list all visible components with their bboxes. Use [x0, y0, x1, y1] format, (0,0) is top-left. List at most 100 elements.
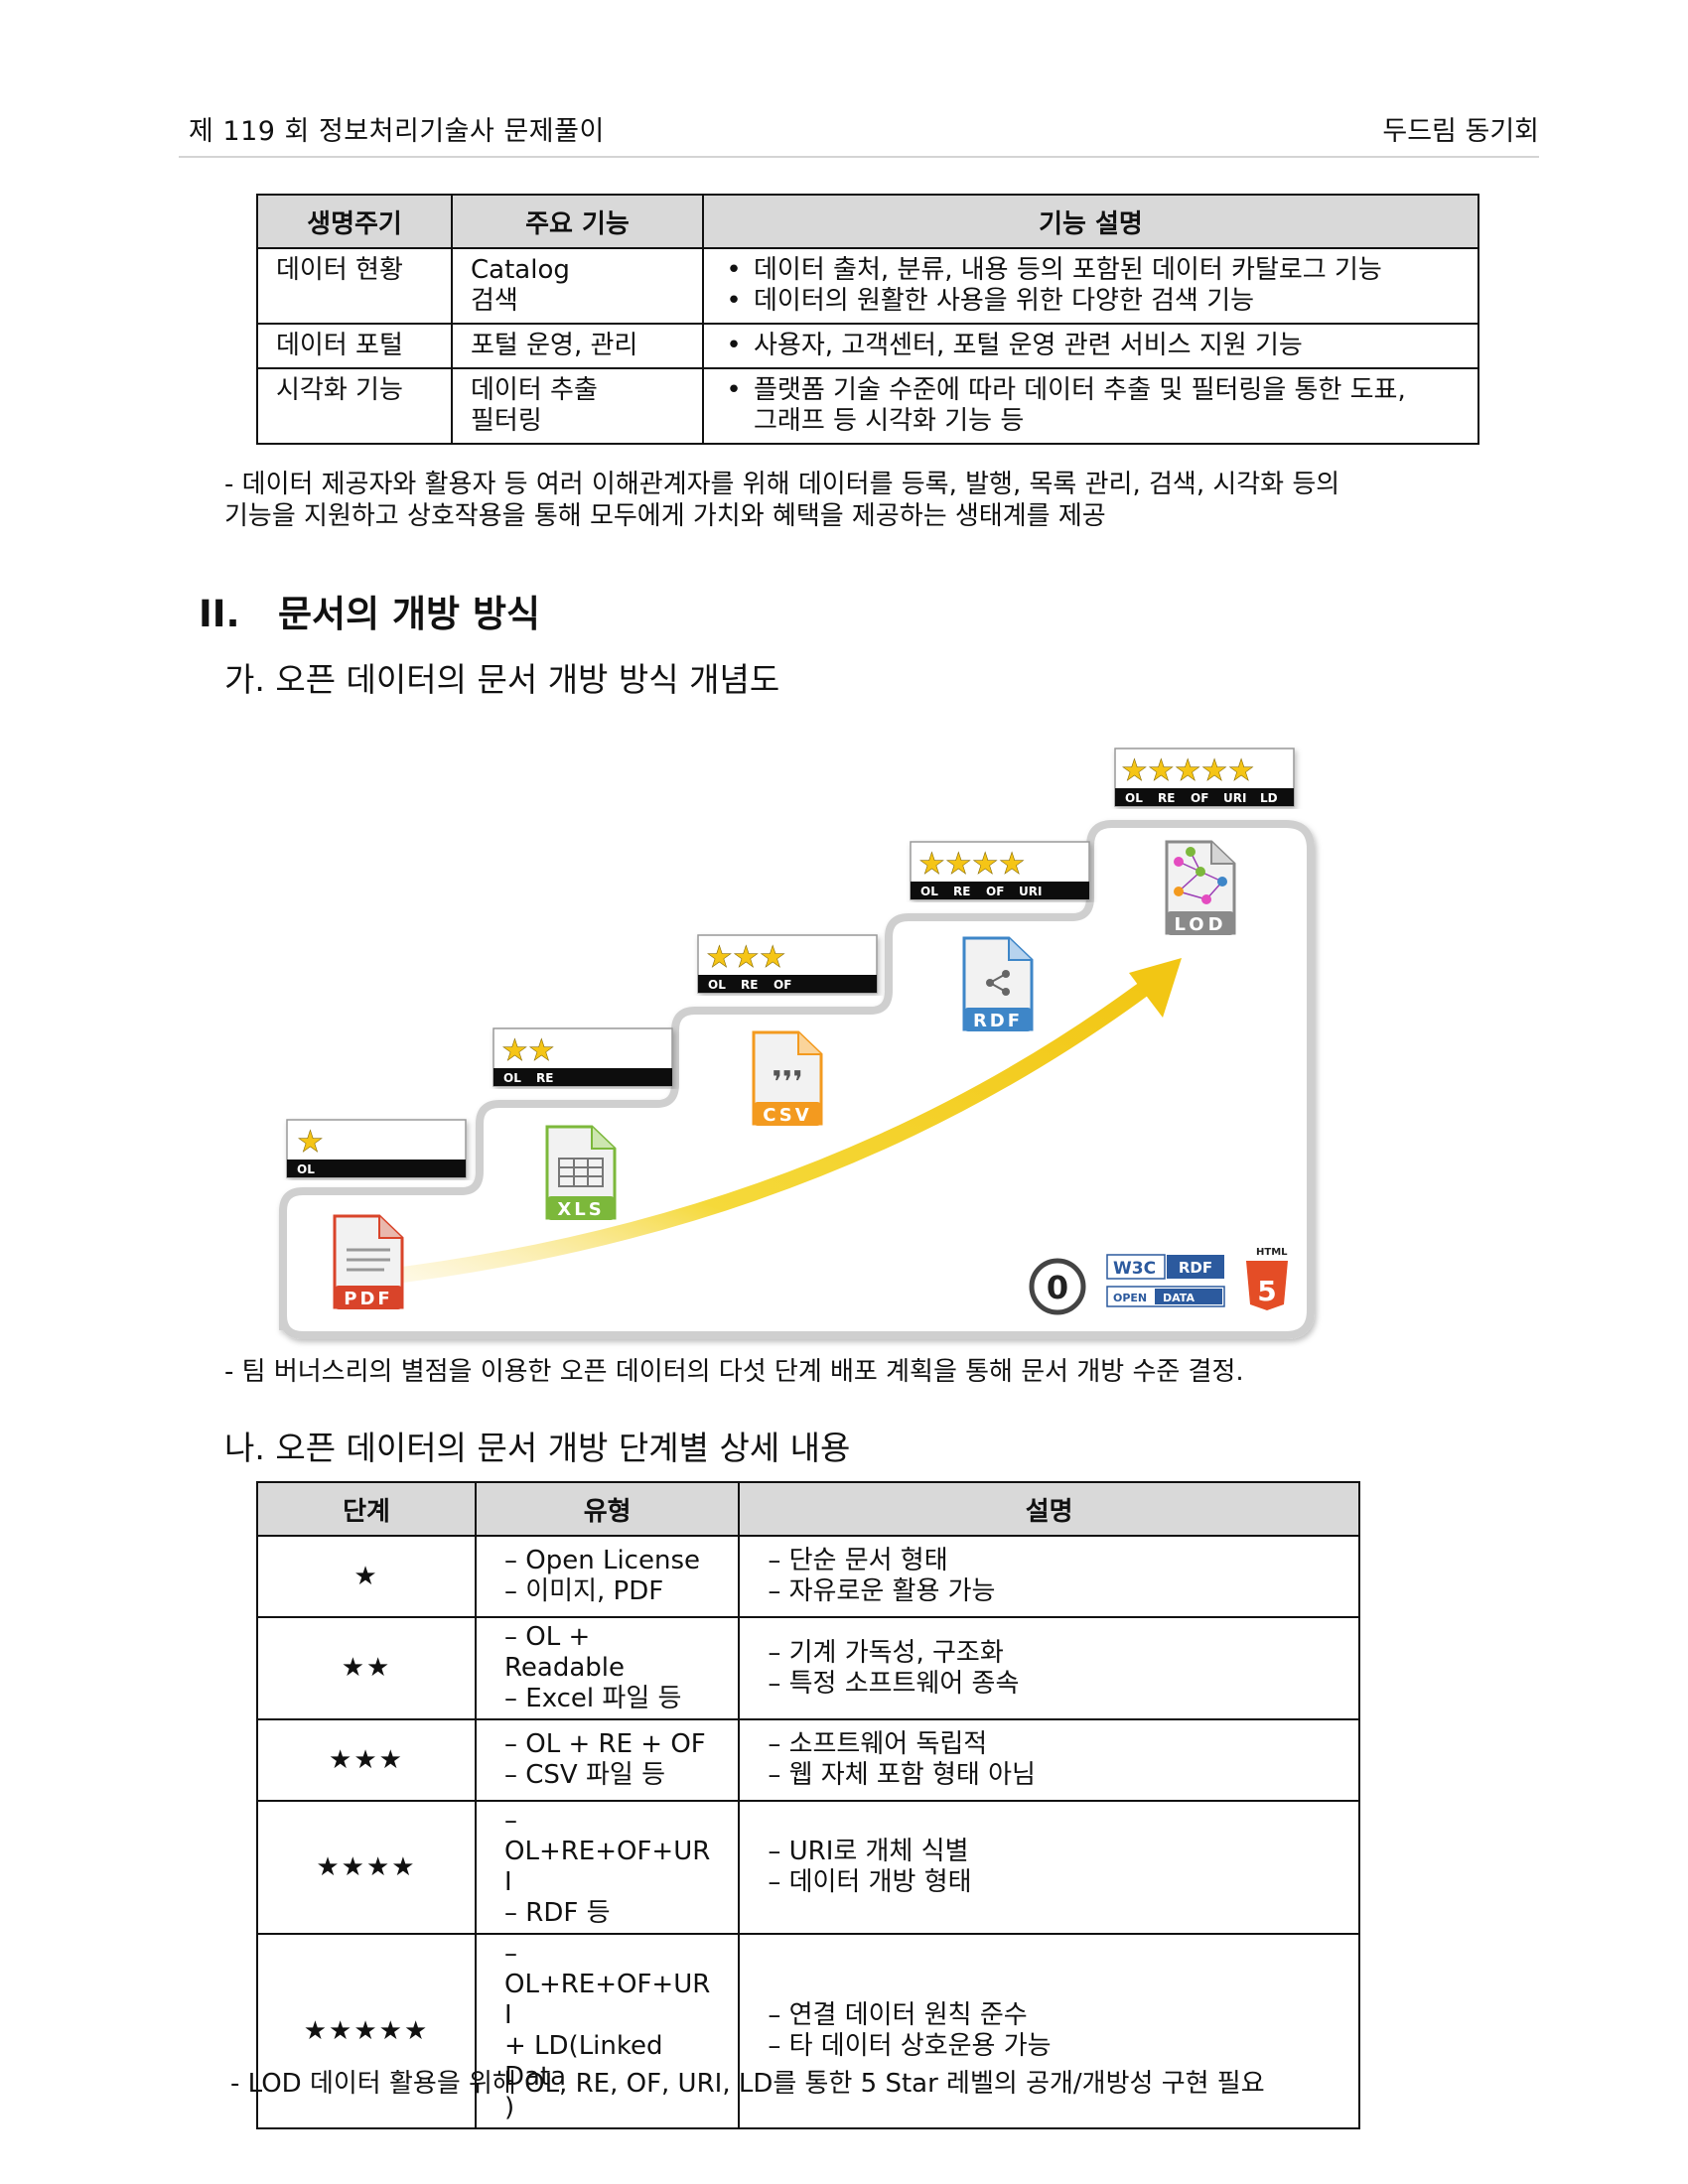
svg-text:0: 0 [1047, 1269, 1068, 1306]
tag-text: OL [297, 1162, 315, 1176]
tag-text: RE [953, 885, 970, 898]
header-group: 두드림 동기회 [1382, 116, 1539, 147]
step-label-2: ★★ OL RE [492, 1027, 673, 1087]
table-header: 설명 [738, 1481, 1360, 1537]
tag-text: OL [708, 978, 726, 992]
star-rating: ★★★ [706, 940, 786, 975]
tag-text: RE [741, 978, 758, 992]
desc-cell: – 단순 문서 형태– 자유로운 활용 가능 [738, 1535, 1360, 1618]
header-title: 제 119 회 정보처리기술사 문제풀이 [189, 116, 605, 147]
description-cell: •플랫폼 기술 수준에 따라 데이터 추출 및 필터링을 통한 도표,그래프 등… [702, 367, 1479, 445]
svg-text:RDF: RDF [973, 1011, 1023, 1031]
progress-arrow [345, 975, 1160, 1289]
function-text: 검색 [471, 286, 518, 316]
lifecycle-cell: 시각화 기능 [256, 367, 453, 445]
star-rating: ★★★★★ [1121, 753, 1254, 788]
tag-text: RE [536, 1071, 553, 1085]
step-label-3: ★★★ OL RE OF [697, 934, 878, 994]
w3c-rdf-logo: W3C RDF [1106, 1254, 1224, 1280]
description-text: 사용자, 고객센터, 포털 운영 관련 서비스 지원 기능 [754, 331, 1303, 360]
function-text: 데이터 추출 [471, 375, 598, 405]
step-label-4: ★★★★ OL RE OF URI [910, 841, 1090, 900]
lifecycle-cell: 데이터 현황 [256, 247, 453, 325]
table-header: 단계 [256, 1481, 477, 1537]
tag-text: OF [1191, 791, 1208, 805]
type-cell: – OL + RE + OF– CSV 파일 등 [474, 1718, 741, 1802]
svg-text:CSV: CSV [763, 1105, 811, 1126]
tag-text: OF [986, 885, 1004, 898]
description-text: 데이터의 원활한 사용을 위한 다양한 검색 기능 [754, 286, 1255, 316]
desc-cell: – URI로 개체 식별– 데이터 개방 형태 [738, 1800, 1360, 1935]
csv-file-icon: ❜❜❜ CSV [752, 1030, 823, 1126]
svg-text:RDF: RDF [1179, 1259, 1212, 1277]
description-cell: •사용자, 고객센터, 포털 운영 관련 서비스 지원 기능 [702, 323, 1479, 369]
svg-text:HTML: HTML [1256, 1247, 1288, 1258]
star-level-table: 단계 유형 설명 ★ – Open License– 이미지, PDF – 단순… [256, 1481, 1360, 2129]
type-cell: – OL + Readable– Excel 파일 등 [474, 1616, 741, 1720]
section-heading: II.문서의 개방 방식 [199, 593, 541, 635]
star-rating: ★★ [501, 1033, 555, 1068]
svg-text:LOD: LOD [1174, 914, 1226, 935]
function-text: 필터링 [471, 406, 542, 436]
table-header: 주요 기능 [451, 194, 704, 249]
figure-caption: - 팀 버너스리의 별점을 이용한 오픈 데이터의 다섯 단계 배포 계획을 통… [224, 1357, 1244, 1387]
pdf-file-icon: PDF [333, 1214, 404, 1309]
svg-text:OPEN: OPEN [1113, 1292, 1147, 1304]
svg-text:DATA: DATA [1163, 1292, 1195, 1304]
header-divider [179, 156, 1539, 158]
step-label-1: ★ OL [286, 1119, 467, 1178]
open-data-logo: OPEN DATA [1106, 1286, 1225, 1307]
rdf-file-icon: RDF [962, 936, 1034, 1031]
stage-cell: ★★★★ [256, 1800, 477, 1935]
desc-cell: – 연결 데이터 원칙 준수– 타 데이터 상호운용 가능 [738, 1933, 1360, 2129]
desc-cell: – 소프트웨어 독립적– 웹 자체 포함 형태 아님 [738, 1718, 1360, 1802]
function-text: 포털 운영, 관리 [471, 331, 638, 360]
table-header: 생명주기 [256, 194, 453, 249]
star-rating: ★★★★ [918, 847, 1026, 882]
svg-text:PDF: PDF [344, 1289, 392, 1309]
tag-text: OL [503, 1071, 521, 1085]
tag-text: OL [920, 885, 938, 898]
stage-cell: ★★ [256, 1616, 477, 1720]
subsection-heading: 나. 오픈 데이터의 문서 개방 단계별 상세 내용 [224, 1429, 851, 1467]
tag-text: OL [1125, 791, 1143, 805]
cc-zero-logo: 0 [1029, 1258, 1086, 1315]
description-text: 데이터 출처, 분류, 내용 등의 포함된 데이터 카탈로그 기능 [754, 255, 1382, 285]
tag-text: URI [1223, 791, 1246, 805]
description-cell: •데이터 출처, 분류, 내용 등의 포함된 데이터 카탈로그 기능 •데이터의… [702, 247, 1479, 325]
table-row: ★ – Open License– 이미지, PDF – 단순 문서 형태– 자… [256, 1535, 1360, 1618]
stage-cell: ★ [256, 1535, 477, 1618]
table-row: ★★ – OL + Readable– Excel 파일 등 – 기계 가독성,… [256, 1616, 1360, 1720]
tag-text: OF [774, 978, 791, 992]
lifecycle-cell: 데이터 포털 [256, 323, 453, 369]
summary-paragraph: - 데이터 제공자와 활용자 등 여러 이해관계자를 위해 데이터를 등록, 발… [224, 470, 1340, 531]
five-star-figure: ★ OL ★★ OL RE ★★★ OL RE OF ★★★★ OL RE OF… [279, 748, 1315, 1339]
stage-cell: ★★★ [256, 1718, 477, 1802]
description-text: 플랫폼 기술 수준에 따라 데이터 추출 및 필터링을 통한 도표,그래프 등 … [754, 375, 1406, 436]
tag-text: RE [1158, 791, 1175, 805]
function-cell: 포털 운영, 관리 [451, 323, 704, 369]
table-row: 데이터 포털 포털 운영, 관리 •사용자, 고객센터, 포털 운영 관련 서비… [256, 323, 1479, 369]
html5-logo: HTML 5 [1246, 1247, 1288, 1310]
desc-cell: – 기계 가독성, 구조화– 특정 소프트웨어 종속 [738, 1616, 1360, 1720]
arrow-head [1129, 958, 1182, 1018]
tag-text: URI [1019, 885, 1042, 898]
xls-file-icon: XLS [545, 1125, 617, 1220]
tag-text: LD [1260, 791, 1278, 805]
svg-text:XLS: XLS [557, 1199, 604, 1220]
table-header: 기능 설명 [702, 194, 1479, 249]
table-row: ★★★ – OL + RE + OF– CSV 파일 등 – 소프트웨어 독립적… [256, 1718, 1360, 1802]
subsection-heading: 가. 오픈 데이터의 문서 개방 방식 개념도 [224, 660, 780, 699]
svg-text:5: 5 [1257, 1275, 1276, 1307]
lod-file-icon: LOD [1165, 840, 1236, 935]
table-header: 유형 [474, 1481, 741, 1537]
